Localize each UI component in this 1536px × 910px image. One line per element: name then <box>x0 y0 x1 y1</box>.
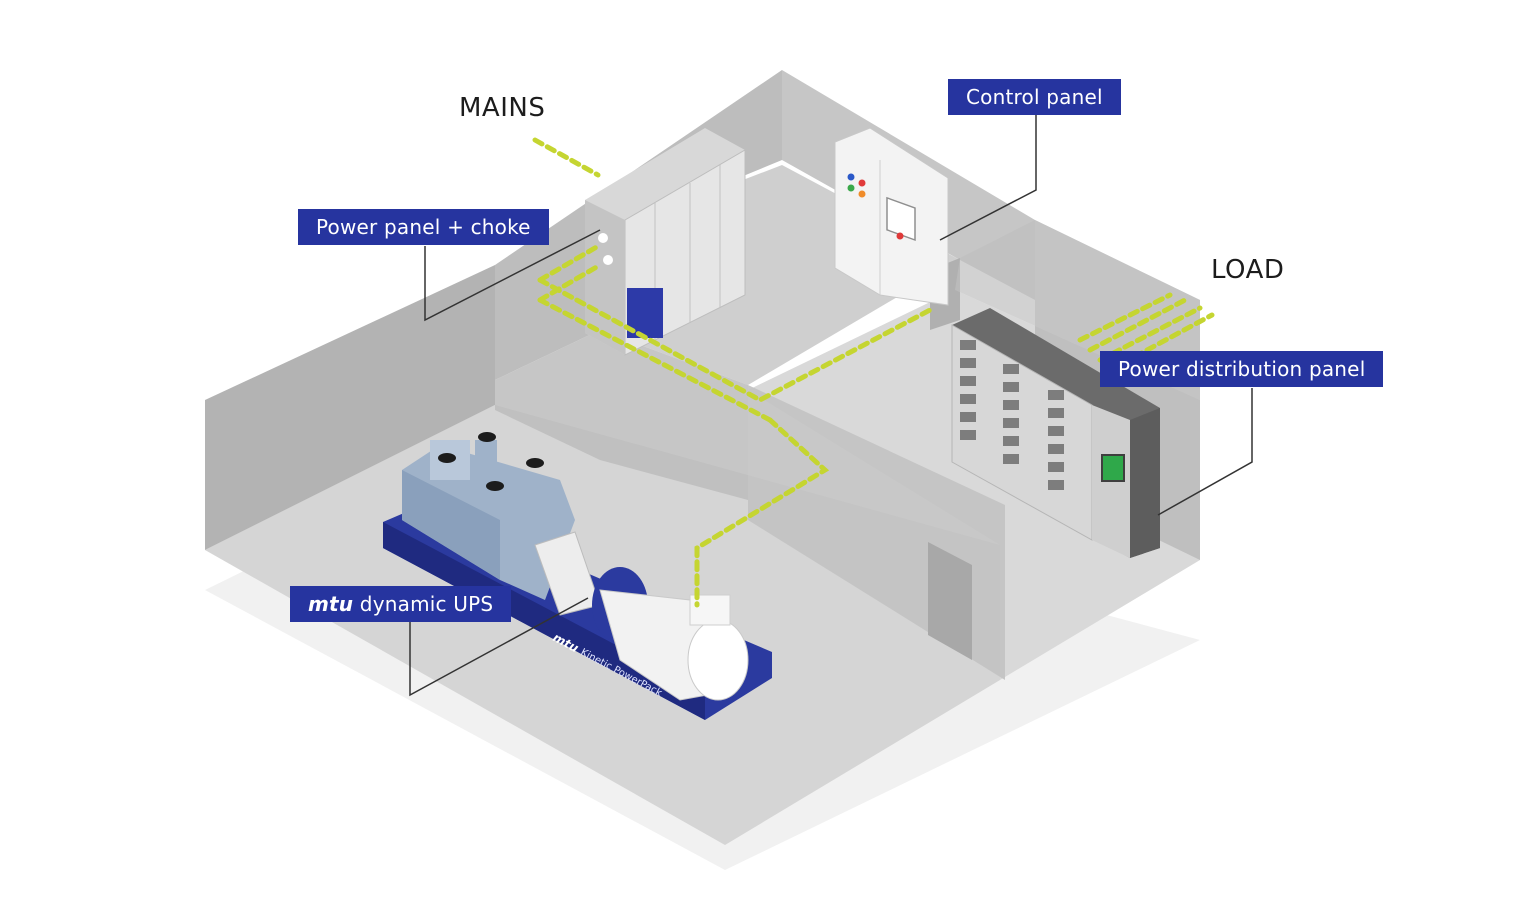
leader-distribution-panel <box>1157 388 1253 516</box>
power-lines <box>532 137 1215 608</box>
mains-label: MAINS <box>459 93 546 123</box>
leader-ups <box>409 597 589 697</box>
ups-feed-line <box>694 417 830 608</box>
dynamic-ups-unit: mtu Kinetic PowerPack <box>383 432 772 720</box>
mains-feed-line <box>532 137 601 178</box>
control-panel-callout: Control panel <box>948 79 1121 115</box>
power-panel-cabinet <box>585 128 746 356</box>
distribution-bus <box>537 277 933 423</box>
control-panel-cabinet <box>834 127 949 306</box>
leader-lines <box>409 115 1253 697</box>
doorway <box>928 542 972 660</box>
load-line-2 <box>1087 297 1188 353</box>
leader-control-panel <box>939 115 1037 241</box>
interior-wall-mid <box>495 330 748 500</box>
dynamic-ups-callout: mtu dynamic UPS <box>290 586 512 622</box>
left-outer-wall <box>205 265 495 550</box>
load-label: LOAD <box>1211 255 1285 285</box>
load-line-1 <box>1077 292 1173 343</box>
power-distribution-panel-callout: Power distribution panel <box>1100 351 1384 387</box>
dynamic-ups-text: dynamic UPS <box>353 592 494 616</box>
leader-power-panel <box>424 229 601 322</box>
choke-line-1 <box>537 242 603 303</box>
power-distribution-cabinet <box>951 308 1160 558</box>
mtu-brand-text: mtu <box>308 592 354 616</box>
power-panel-choke-callout: Power panel + choke <box>298 209 549 245</box>
